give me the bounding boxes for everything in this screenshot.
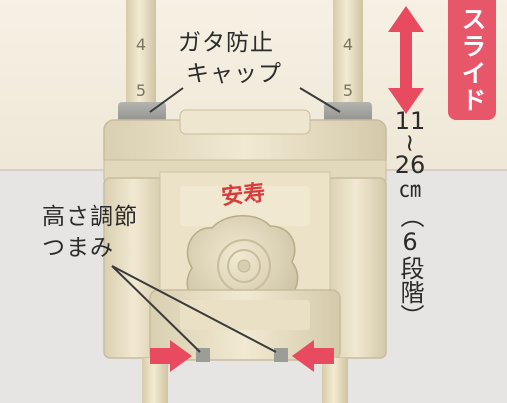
scale-mark: 4 xyxy=(136,35,146,54)
size-max: 26 xyxy=(394,151,426,179)
label-line: キャップ xyxy=(186,61,282,87)
arrow-right-icon xyxy=(150,340,192,372)
size-unit: ㎝ xyxy=(398,178,421,203)
size-min: 11 xyxy=(394,107,426,135)
left-pole xyxy=(126,0,156,104)
size-range-label: 11 ~ 26 ㎝ （6段階） xyxy=(386,108,434,328)
anti-rattle-cap-left xyxy=(118,102,166,124)
size-tilde: ~ xyxy=(396,132,424,154)
size-steps: （6段階） xyxy=(396,204,424,328)
anti-rattle-cap-label: ガタ防止 キャップ xyxy=(178,28,282,90)
product-logo: 安寿 xyxy=(220,180,266,210)
slide-tag: スライド xyxy=(448,0,496,120)
leader-line xyxy=(299,87,341,113)
leader-line xyxy=(149,87,184,113)
label-line: ガタ防止 xyxy=(178,30,274,56)
right-pole xyxy=(333,0,363,104)
slide-label: スライド xyxy=(458,6,487,114)
scale-mark: 5 xyxy=(343,81,353,100)
scale-mark: 4 xyxy=(343,35,353,54)
lock-pin-right xyxy=(274,348,288,362)
slide-arrow-icon xyxy=(388,6,424,114)
label-line: 高さ調節 xyxy=(42,204,138,230)
arrow-left-icon xyxy=(292,340,334,372)
height-knob-label: 高さ調節 つまみ xyxy=(42,202,138,264)
leader-line xyxy=(111,265,277,353)
label-line: つまみ xyxy=(42,235,114,261)
leader-line xyxy=(111,265,201,353)
scale-mark: 5 xyxy=(136,81,146,100)
anti-rattle-cap-right xyxy=(324,102,372,124)
